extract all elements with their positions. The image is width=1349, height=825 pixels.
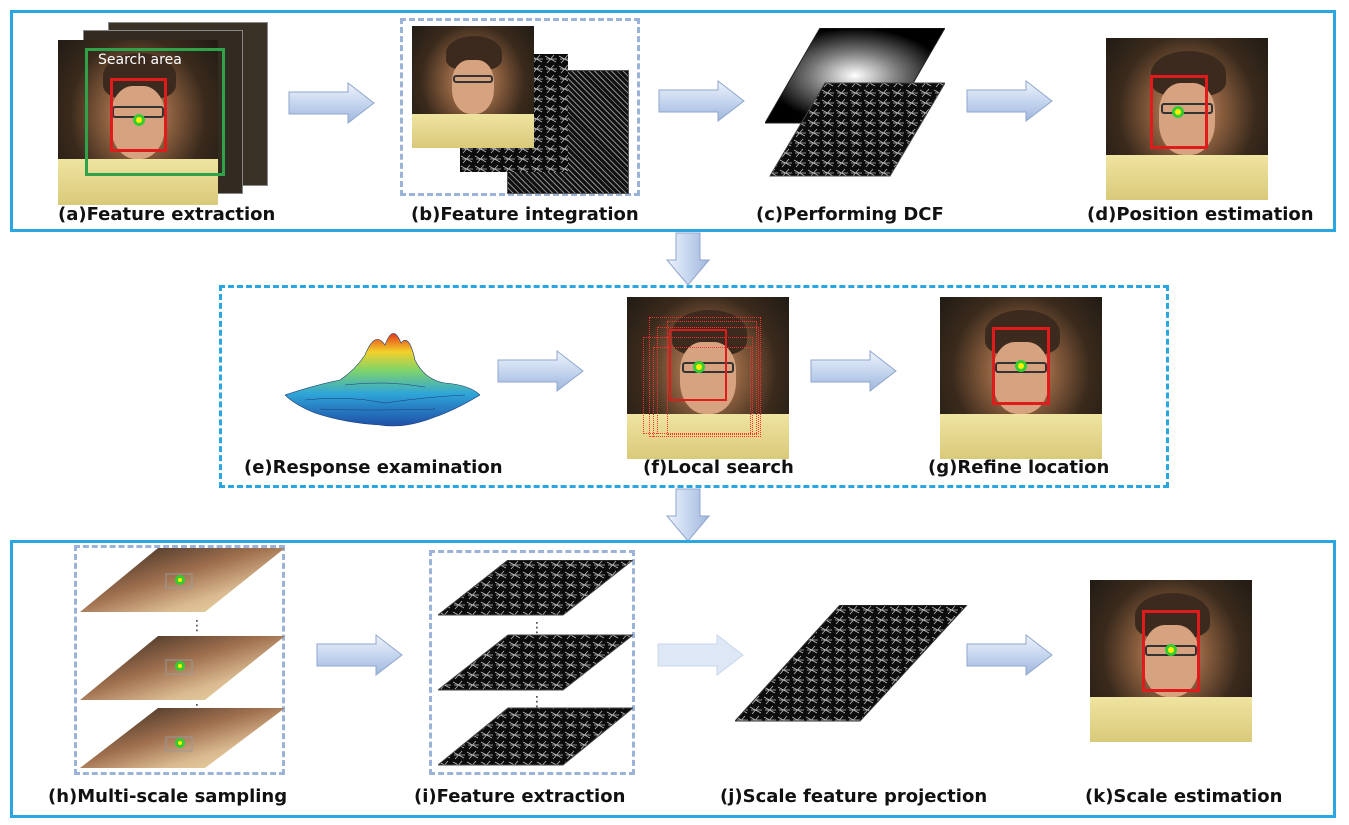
target-marker [693, 361, 705, 373]
svg-text:⋮: ⋮ [190, 618, 204, 634]
caption-e: (e)Response examination [244, 457, 503, 478]
down-arrow-icon [666, 488, 710, 542]
target-marker [133, 114, 145, 126]
feature-extraction-group [429, 550, 635, 775]
caption-c: (c)Performing DCF [756, 204, 944, 225]
caption-f: (f)Local search [643, 457, 794, 478]
right-arrow-icon [288, 82, 375, 124]
scale-estimation-photo [1090, 580, 1252, 742]
search-area-label: Search area [98, 52, 182, 68]
target-marker [1165, 644, 1177, 656]
multi-scale-samples: ⋮ ⋮ [80, 548, 285, 768]
svg-text:⋮: ⋮ [530, 620, 544, 636]
feature-integration-group [400, 18, 640, 196]
caption-k: (k)Scale estimation [1085, 786, 1283, 807]
position-estimation-stage [10, 10, 1336, 232]
caption-h: (h)Multi-scale sampling [48, 786, 288, 807]
feature-extraction-frames: Search area [58, 22, 268, 207]
scale-feature-layers: ⋮ ⋮ [438, 560, 633, 766]
position-estimation-photo [1106, 38, 1268, 200]
dcf-planes [765, 28, 945, 177]
scale-projection-plane [735, 605, 967, 722]
right-arrow-icon [658, 80, 745, 122]
caption-a: (a)Feature extraction [58, 204, 276, 225]
right-arrow-icon [657, 634, 744, 676]
search-area-box [85, 48, 225, 176]
right-arrow-icon [810, 350, 897, 392]
svg-text:⋮: ⋮ [530, 694, 544, 710]
caption-b: (b)Feature integration [411, 204, 639, 225]
target-box [992, 327, 1050, 405]
location-refinement-stage [219, 285, 1169, 488]
down-arrow-icon [666, 232, 710, 286]
feature-integration-layers [412, 26, 632, 194]
refine-location-photo [940, 297, 1102, 459]
right-arrow-icon [497, 350, 584, 392]
response-surface [285, 333, 480, 427]
caption-j: (j)Scale feature projection [720, 786, 988, 807]
caption-g: (g)Refine location [928, 457, 1110, 478]
frame-photo [58, 40, 218, 205]
target-marker [1015, 360, 1027, 372]
target-box [1150, 75, 1208, 149]
caption-d: (d)Position estimation [1087, 204, 1314, 225]
multi-scale-sampling-group [74, 545, 285, 775]
candidate-box [669, 329, 727, 401]
target-marker [1172, 106, 1184, 118]
right-arrow-icon [966, 80, 1053, 122]
right-arrow-icon [316, 634, 403, 676]
target-box [1142, 610, 1200, 692]
caption-i: (i)Feature extraction [414, 786, 626, 807]
target-box [110, 78, 167, 152]
scale-estimation-stage [10, 540, 1336, 818]
right-arrow-icon [966, 634, 1053, 676]
local-search-photo [627, 297, 789, 459]
